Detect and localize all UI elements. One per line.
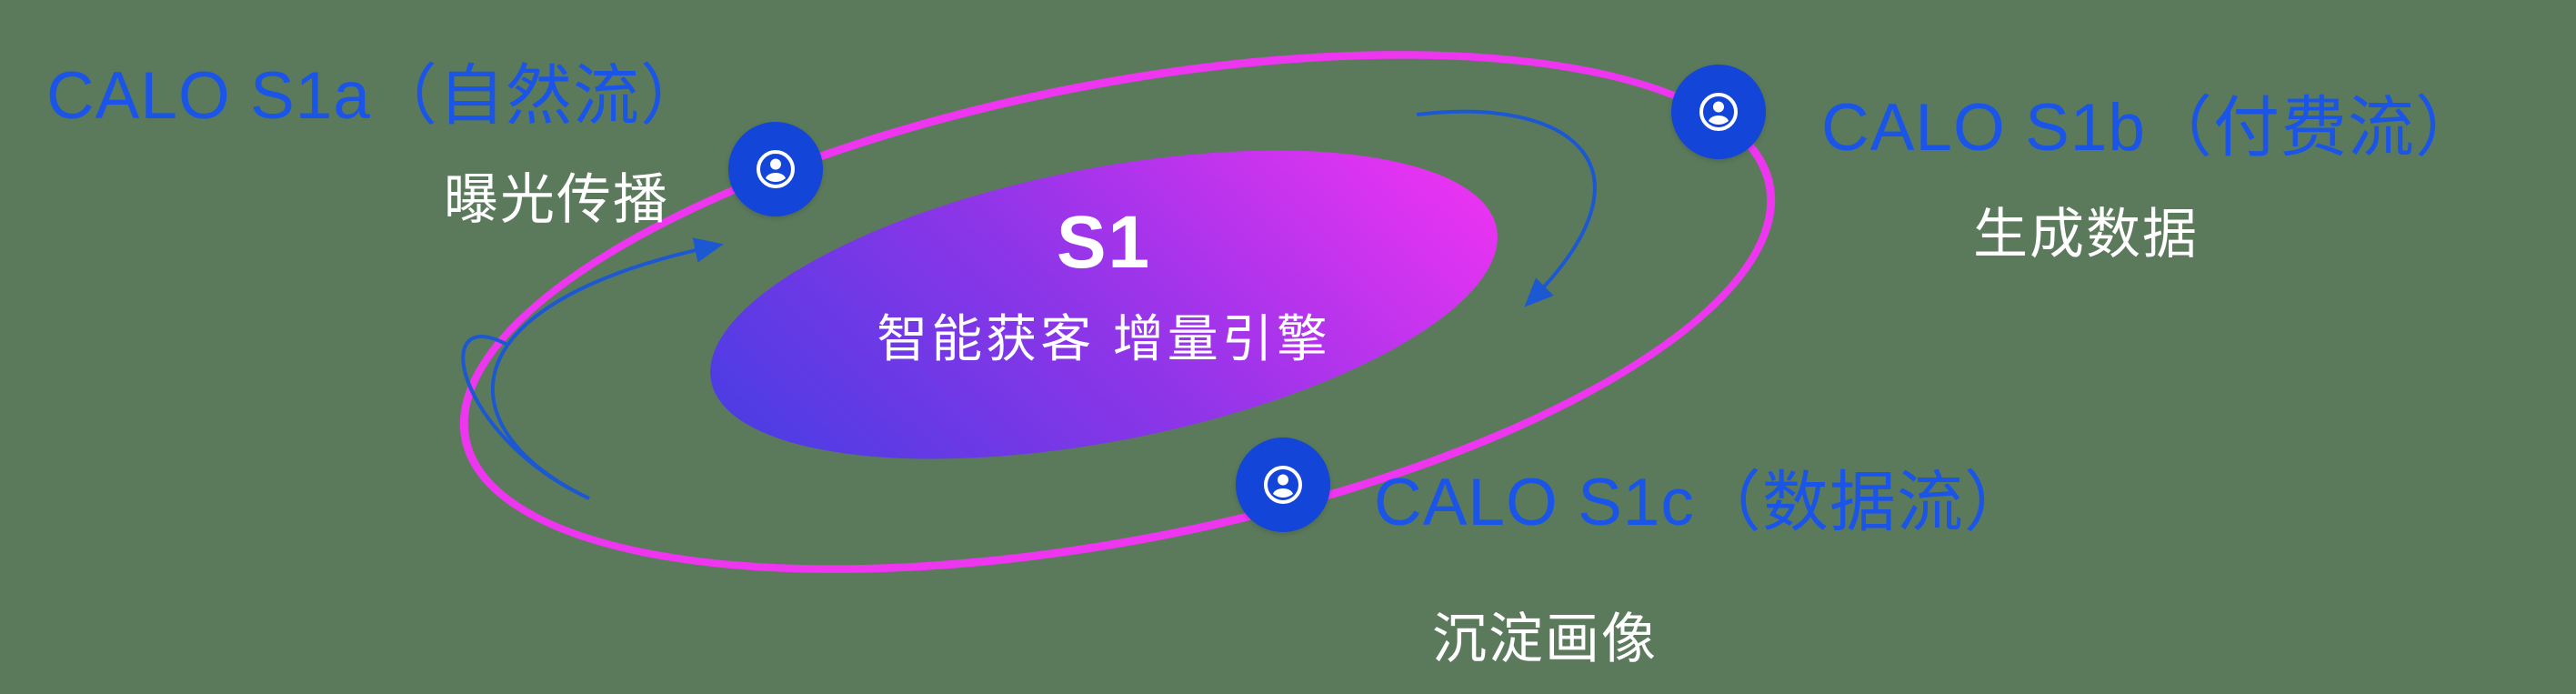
- label-s1a-title: CALO S1a（自然流）: [46, 59, 707, 133]
- label-s1c-title: CALO S1c（数据流）: [1374, 466, 2031, 539]
- user-circle-icon: [1264, 466, 1302, 504]
- flow-arrow-left: [461, 246, 717, 500]
- node-s1a: [728, 122, 823, 216]
- user-circle-icon: [1699, 93, 1738, 131]
- core-text: S1 智能获客 增量引擎: [740, 201, 1468, 372]
- label-s1a-subtitle: 曝光传播: [444, 169, 669, 230]
- core-title: S1: [1056, 201, 1152, 284]
- label-s1b-title: CALO S1b（付费流）: [1821, 91, 2482, 165]
- node-s1b: [1671, 65, 1766, 159]
- label-s1b-subtitle: 生成数据: [1973, 204, 2199, 265]
- label-s1c-subtitle: 沉淀画像: [1432, 609, 1658, 669]
- core-subtitle: 智能获客 增量引擎: [877, 310, 1331, 368]
- flow-arrow-top-right: [1416, 109, 1597, 307]
- user-circle-icon: [757, 150, 795, 188]
- node-s1c: [1236, 438, 1330, 532]
